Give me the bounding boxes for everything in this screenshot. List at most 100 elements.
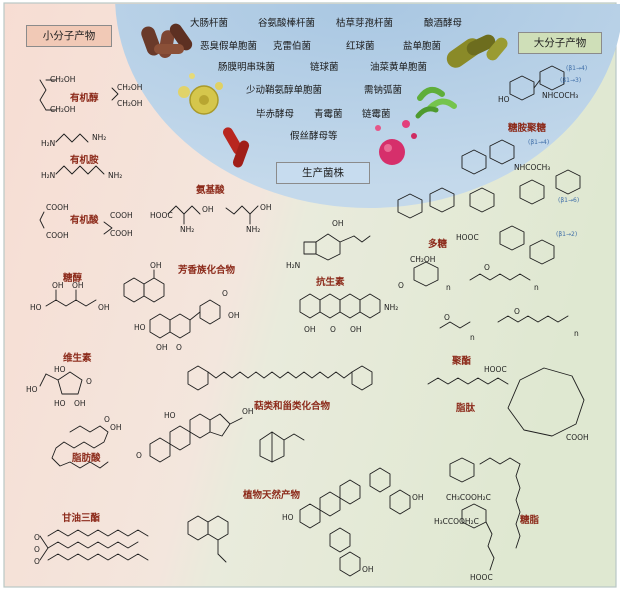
- svg-text:OH: OH: [156, 343, 168, 352]
- svg-text:OH: OH: [110, 423, 122, 432]
- svg-text:HO: HO: [134, 323, 146, 332]
- svg-text:H₂N: H₂N: [41, 171, 55, 180]
- tetracycline-structure: NH₂ OH O OH: [299, 293, 398, 334]
- saponin-structure: OH OH HO: [282, 467, 424, 577]
- svg-text:NH₂: NH₂: [92, 133, 106, 142]
- svg-text:COOH: COOH: [566, 433, 589, 442]
- organism-label: 需钠弧菌: [364, 85, 403, 96]
- glycosaminoglycan-structure: NHCOCH₃ (β1→4) (β1→3) HO: [498, 65, 587, 104]
- category-glycolipid: 糖脂: [520, 515, 540, 526]
- svg-text:O: O: [34, 545, 40, 554]
- small-molecule-header: 小分子产物: [26, 25, 112, 47]
- triglyceride-structure: O O O: [34, 529, 149, 566]
- organism-label: 谷氨酸棒杆菌: [258, 18, 316, 29]
- svg-text:H₂N: H₂N: [41, 139, 55, 148]
- rod-bacteria-brown-icon: [141, 23, 193, 58]
- svg-text:n: n: [470, 333, 475, 342]
- svg-text:H₂N: H₂N: [286, 261, 300, 270]
- svg-text:OH: OH: [260, 203, 272, 212]
- category-polysaccharide: 多糖: [428, 239, 448, 250]
- svg-text:OH: OH: [412, 493, 424, 502]
- cocci-pink-icon: [375, 120, 417, 165]
- svg-text:(β1→4): (β1→4): [566, 65, 587, 72]
- svg-text:CH₂OH: CH₂OH: [50, 75, 75, 84]
- ascorbic-acid-structure: HO HO O HO OH: [26, 365, 92, 408]
- svg-text:OH: OH: [52, 281, 64, 290]
- category-polyester: 聚酯: [452, 356, 472, 367]
- svg-text:HO: HO: [26, 385, 38, 394]
- svg-text:O: O: [104, 415, 110, 424]
- organism-label: 酿酒酵母: [424, 18, 463, 29]
- svg-text:HOOC: HOOC: [456, 233, 479, 242]
- svg-text:NH₂: NH₂: [108, 171, 122, 180]
- svg-text:(β1→2): (β1→2): [556, 231, 577, 238]
- organism-label: 少动鞘氨醇单胞菌: [246, 85, 323, 96]
- svg-text:O: O: [136, 451, 142, 460]
- svg-text:OH: OH: [304, 325, 316, 334]
- organism-label: 枯草芽孢杆菌: [336, 18, 394, 29]
- svg-text:OH: OH: [228, 311, 240, 320]
- category-plant-natural-product: 植物天然产物: [243, 490, 301, 501]
- svg-text:n: n: [574, 329, 579, 338]
- svg-text:OH: OH: [350, 325, 362, 334]
- glycolipid-structure: CH₃COOH₂C H₃CCOOH₂C HOOC: [434, 457, 521, 582]
- succinic-acid-structure: COOH COOH: [39, 203, 69, 240]
- category-organic-alcohol: 有机醇: [70, 93, 99, 104]
- bridged-terpene-structure: [259, 431, 305, 463]
- svg-text:NHCOCH₃: NHCOCH₃: [542, 91, 578, 100]
- organism-label: 链霉菌: [362, 109, 391, 120]
- fatty-acid-structure: OH O: [51, 415, 122, 469]
- organism-label: 青霉菌: [314, 109, 343, 120]
- sesquiterpene-structure: [187, 515, 229, 563]
- organism-label: 链球菌: [310, 62, 339, 73]
- organism-label: 大肠杆菌: [190, 18, 229, 29]
- organism-label: 假丝酵母等: [290, 131, 338, 142]
- organism-label: 恶臭假单胞菌: [200, 41, 258, 52]
- svg-text:O: O: [176, 343, 182, 352]
- flavanone-structure: OH O HO OH O: [134, 289, 240, 352]
- vibrio-green-icon: [415, 86, 457, 119]
- pullulan-structure: CH₂OH n O: [398, 255, 451, 292]
- svg-text:(β1→6): (β1→6): [558, 197, 579, 204]
- category-lipopeptide: 脂肽: [456, 403, 476, 414]
- propanediol-structure: CH₂OH CH₂OH: [111, 83, 142, 108]
- category-sugar-alcohol: 糖醇: [63, 273, 83, 284]
- svg-text:HO: HO: [54, 365, 66, 374]
- cadaverine-structure: H₂N NH₂: [41, 165, 122, 180]
- carotene-structure: [187, 365, 373, 391]
- svg-text:HOOC: HOOC: [484, 365, 507, 374]
- svg-text:OH: OH: [74, 399, 86, 408]
- category-vitamin: 维生素: [63, 353, 92, 364]
- svg-text:n: n: [534, 283, 539, 292]
- category-organic-amine: 有机胺: [70, 155, 99, 166]
- coumarin-structure: OH: [123, 261, 165, 303]
- category-aromatic: 芳香族化合物: [178, 265, 236, 276]
- strain-header: 生产菌株: [276, 162, 370, 184]
- lipopeptide-structure: HOOC COOH: [427, 365, 589, 442]
- svg-text:NH₂: NH₂: [384, 303, 398, 312]
- svg-text:CH₂OH: CH₂OH: [117, 99, 142, 108]
- leucine-structure: NH₂ OH: [225, 203, 272, 234]
- svg-text:O: O: [398, 281, 404, 290]
- svg-text:COOH: COOH: [110, 211, 133, 220]
- svg-text:(β1→4): (β1→4): [528, 139, 549, 146]
- svg-text:OH: OH: [362, 565, 374, 574]
- svg-text:O: O: [222, 289, 228, 298]
- svg-text:HO: HO: [498, 95, 510, 104]
- svg-text:O: O: [34, 533, 40, 542]
- organism-label: 毕赤酵母: [256, 109, 295, 120]
- organism-label: 肠膜明串珠菌: [218, 62, 276, 73]
- svg-text:H₃CCOOH₂C: H₃CCOOH₂C: [434, 517, 479, 526]
- svg-text:O: O: [514, 307, 520, 316]
- svg-text:O: O: [444, 313, 450, 322]
- category-organic-acid: 有机酸: [70, 215, 99, 226]
- svg-text:CH₂OH: CH₂OH: [117, 83, 142, 92]
- svg-text:O: O: [34, 557, 40, 566]
- svg-text:NH₂: NH₂: [246, 225, 260, 234]
- chondroitin-structure: NHCOCH₃ (β1→4): [461, 139, 550, 175]
- butanediol-structure: CH₂OH CH₂OH: [39, 75, 75, 114]
- rod-bacteria-red-icon: [223, 127, 250, 168]
